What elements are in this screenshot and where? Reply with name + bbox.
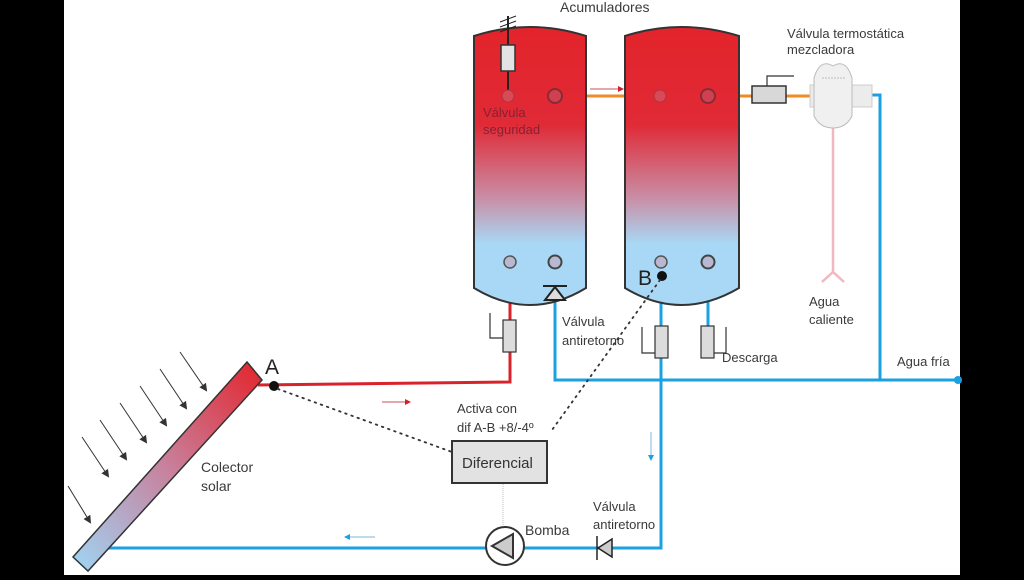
differential-controller-label: Diferencial bbox=[462, 455, 533, 472]
storage-tank-1 bbox=[473, 26, 587, 306]
collector-label-1: Colector bbox=[201, 459, 253, 475]
activation-label-2: dif A-B +8/-4º bbox=[457, 420, 534, 435]
left-frame-bar bbox=[0, 0, 64, 575]
thermostatic-mixing-valve-icon bbox=[809, 63, 873, 129]
pump-check-valve-label-2: antiretorno bbox=[593, 517, 655, 532]
flow-arrow-return-left-head bbox=[344, 534, 350, 540]
right-frame-bar bbox=[960, 0, 1024, 575]
storage-tank-2 bbox=[624, 26, 740, 306]
flow-arrow-tanks-head bbox=[618, 86, 624, 92]
sensor-a-point bbox=[269, 381, 279, 391]
pump-check-valve-label-1: Válvula bbox=[593, 499, 636, 514]
differential-controller-box bbox=[451, 440, 548, 484]
flow-arrow-hot-head bbox=[405, 399, 411, 405]
tank2-port-bottom-left bbox=[654, 255, 668, 269]
tank1-port-bottom-right bbox=[547, 254, 563, 270]
sensor-a-label: A bbox=[265, 356, 279, 379]
cold-water-inlet bbox=[954, 376, 962, 384]
tank1-drain-valve-icon bbox=[489, 313, 517, 353]
safety-valve-label-1: Válvula bbox=[483, 105, 526, 120]
sensor-b-point bbox=[657, 271, 667, 281]
flow-arrow-return-down-head bbox=[648, 455, 654, 461]
drain-valve-icon bbox=[700, 325, 727, 359]
tank-check-valve-label-1: Válvula bbox=[562, 314, 605, 329]
safety-valve-label-2: seguridad bbox=[483, 122, 540, 137]
solar-collector-panel bbox=[71, 360, 263, 573]
pump-label: Bomba bbox=[525, 522, 570, 538]
cold-water-main bbox=[553, 280, 958, 382]
tank1-port-top-left bbox=[501, 89, 515, 103]
tank2-port-top-left bbox=[653, 89, 667, 103]
sensor-b-wire bbox=[551, 279, 661, 431]
inline-valve-icon bbox=[751, 75, 794, 104]
thermostatic-valve-label-2: mezcladora bbox=[787, 42, 855, 57]
sensor-b-label: B bbox=[638, 267, 652, 290]
activation-label-1: Activa con bbox=[457, 401, 517, 416]
pump-icon bbox=[485, 526, 525, 566]
safety-valve-icon bbox=[499, 15, 517, 90]
drain-label: Descarga bbox=[722, 350, 778, 365]
tank-check-valve-label-2: antiretorno bbox=[562, 333, 624, 348]
tank2-port-top-right bbox=[700, 88, 716, 104]
tank-check-valve-icon bbox=[542, 285, 568, 301]
pump-check-valve-icon bbox=[596, 536, 613, 560]
thermostatic-valve-label-1: Válvula termostática bbox=[787, 26, 905, 41]
cold-water-label: Agua fría bbox=[897, 354, 951, 369]
tank1-port-bottom-left bbox=[503, 255, 517, 269]
diagram-title: Acumuladores bbox=[560, 0, 650, 15]
collector-label-2: solar bbox=[201, 478, 232, 494]
sensor-a-wire bbox=[277, 388, 453, 453]
tank1-port-top-right bbox=[547, 88, 563, 104]
tank2-valve-left-icon bbox=[641, 325, 669, 359]
hot-water-label-1: Agua bbox=[809, 294, 840, 309]
hot-water-label-2: caliente bbox=[809, 312, 854, 327]
hot-water-tap-icon bbox=[821, 270, 845, 283]
sun-rays bbox=[67, 351, 208, 524]
tank2-port-bottom-right bbox=[700, 254, 716, 270]
